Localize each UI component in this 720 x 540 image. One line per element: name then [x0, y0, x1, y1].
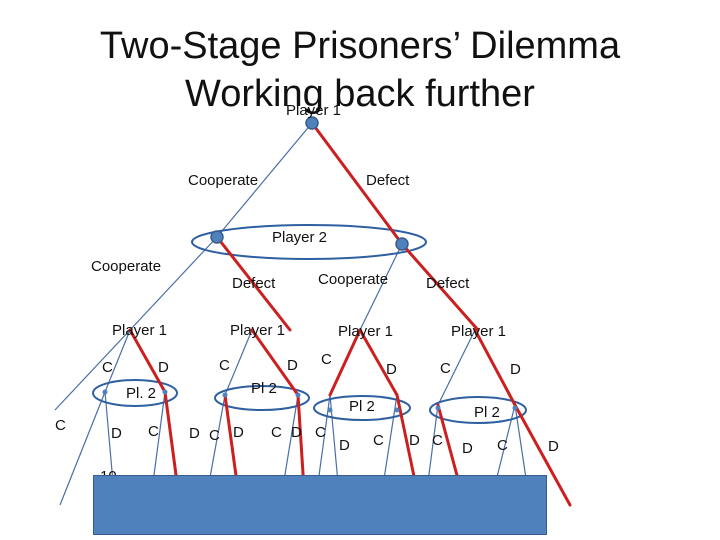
p2-right-cooperate-label: Cooperate — [318, 271, 389, 288]
branch-n2-c — [224, 329, 253, 396]
eq-n2-d — [250, 328, 300, 397]
p2-right-defect-label: Defect — [426, 275, 470, 292]
root-cooperate-label: Cooperate — [188, 172, 259, 189]
leaf-c6-label: C — [373, 432, 384, 449]
eq-n1-d — [128, 328, 167, 394]
p2-left-node — [210, 230, 224, 244]
leaf-c4-label: C — [271, 424, 282, 441]
branch-root-cooperate — [216, 122, 313, 238]
p2-left-cooperate-label: Cooperate — [91, 258, 162, 275]
leaf-c2-label: C — [148, 423, 159, 440]
title-line-2: Working back further — [185, 73, 535, 115]
leaf-d7-label: D — [462, 440, 473, 457]
eq-p2r-defect — [400, 242, 480, 332]
eq-root-defect — [310, 121, 404, 246]
decision-nodes — [102, 116, 518, 413]
branch-n1c-c — [59, 391, 106, 506]
root-player-label: Player 1 — [286, 102, 342, 119]
leaf-c8-label: C — [497, 437, 508, 454]
node4-d-label: D — [510, 361, 521, 378]
node3-d-label: D — [386, 361, 397, 378]
leaf-d8-label: D — [548, 438, 559, 455]
node4-c-label: C — [440, 360, 451, 377]
leaf-d1-label: D — [111, 425, 122, 442]
pl2-node-4b — [512, 405, 518, 411]
eq-n3-c — [328, 328, 362, 397]
leaf-c3-label: C — [209, 427, 220, 444]
information-sets — [92, 224, 527, 424]
node2-c-label: C — [219, 357, 230, 374]
eq-p2l-defect — [215, 235, 292, 332]
pl2-label-2: Pl 2 — [251, 380, 277, 397]
root-node — [305, 116, 319, 130]
info-set-player-2 — [191, 224, 427, 260]
pl2-node-2b — [295, 392, 301, 398]
eq-n4d-d2 — [513, 403, 572, 507]
eq-n3-d — [358, 328, 399, 397]
leaf-d6-label: D — [409, 432, 420, 449]
pl2-node-4a — [435, 405, 441, 411]
node2-d-label: D — [287, 357, 298, 374]
eq-n4-d — [473, 328, 517, 407]
branch-p2l-cooperate — [129, 236, 218, 331]
pl2-node-1a — [102, 389, 108, 395]
node3-c-label: C — [321, 351, 332, 368]
info-set-pl2-4 — [429, 396, 527, 424]
info-set-pl2-3 — [313, 395, 411, 421]
node1-c-label: C — [102, 359, 113, 376]
leaf-d5-label: D — [339, 437, 350, 454]
branch-n4-c — [437, 329, 476, 406]
branch-n1-c — [104, 329, 131, 393]
node3-player-label: Player 1 — [338, 323, 394, 340]
node1-d-label: D — [158, 359, 169, 376]
pl2-label-1: Pl. 2 — [126, 385, 157, 402]
info-set-pl2-2 — [214, 385, 310, 411]
node1-player-label: Player 1 — [112, 322, 168, 339]
pl2-node-1b — [162, 389, 168, 395]
leaf-c5-label: C — [315, 424, 326, 441]
pl2-label-4: Pl 2 — [474, 404, 500, 421]
branch-n1-outer — [54, 329, 131, 411]
leaf-d4-label: D — [291, 424, 302, 441]
leaf-c1-label: C — [55, 417, 66, 434]
node4-player-label: Player 1 — [451, 323, 507, 340]
pl2-label-3: Pl 2 — [349, 398, 375, 415]
leaf-d2-label: D — [189, 425, 200, 442]
tree-branches — [54, 122, 531, 506]
pl2-node-3b — [394, 407, 400, 413]
leaf-c7-label: C — [432, 432, 443, 449]
p2-right-node — [395, 237, 409, 251]
stage1-player-label: Player 2 — [272, 229, 328, 246]
root-defect-label: Defect — [366, 172, 410, 189]
payoff-cover-box — [93, 475, 547, 535]
node2-player-label: Player 1 — [230, 322, 286, 339]
pl2-node-3a — [327, 407, 333, 413]
title-line-1: Two-Stage Prisoners’ Dilemma — [99, 25, 621, 67]
info-set-pl2-1 — [92, 379, 178, 407]
branch-p2r-cooperate — [359, 243, 403, 331]
pl2-node-2a — [222, 392, 228, 398]
p2-left-defect-label: Defect — [232, 275, 276, 292]
leaf-d3-label: D — [233, 424, 244, 441]
